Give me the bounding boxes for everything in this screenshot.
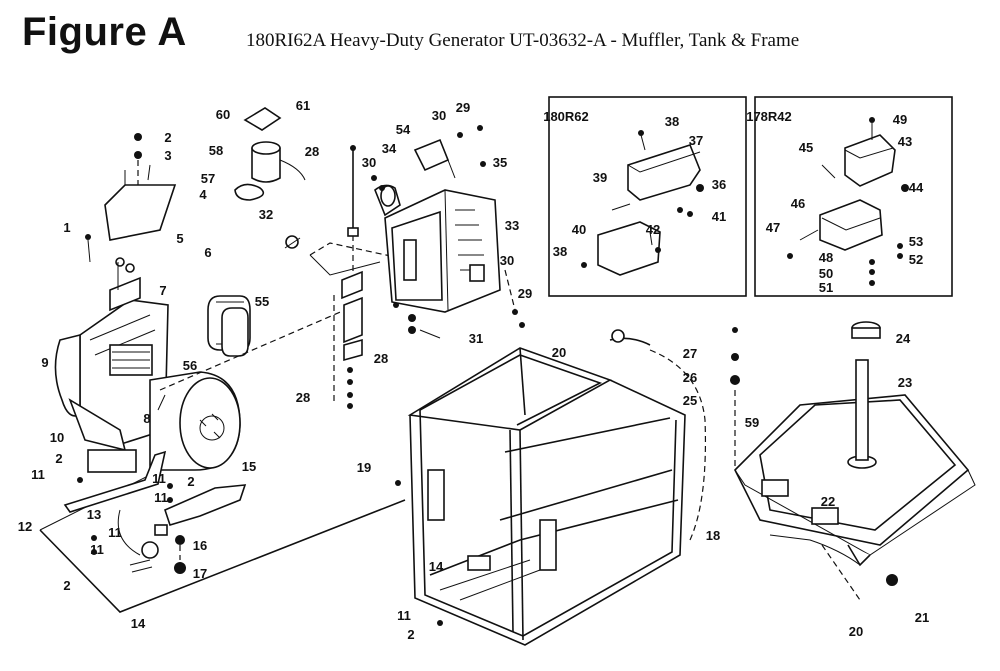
part-callout: 26 [683, 370, 697, 385]
part-callout: 57 [201, 171, 215, 186]
part-callout: 8 [143, 411, 150, 426]
part-callout: 51 [819, 280, 833, 295]
part-callout: 50 [819, 266, 833, 281]
part-callout: 9 [41, 355, 48, 370]
part-callout: 24 [896, 331, 911, 346]
part-callout: 4 [199, 187, 207, 202]
part-callout: 20 [849, 624, 863, 639]
part-callout: 40 [572, 222, 586, 237]
part-callout: 53 [909, 234, 923, 249]
muffler-bracket [333, 145, 441, 409]
part-callout: 14 [429, 559, 444, 574]
part-callout: 61 [296, 98, 310, 113]
part-callout: 16 [193, 538, 207, 553]
part-callout: 3 [164, 148, 171, 163]
part-callout: 2 [63, 578, 70, 593]
part-callout: 58 [209, 143, 223, 158]
part-callout: 31 [469, 331, 483, 346]
inset-178r42 [754, 96, 953, 297]
part-callout: 30 [500, 253, 514, 268]
part-callout: 34 [382, 141, 397, 156]
part-callout: 11 [152, 471, 166, 486]
part-callout: 46 [791, 196, 805, 211]
inset-title: 178R42 [746, 109, 792, 124]
part-callout: 38 [553, 244, 567, 259]
part-callout: 11 [154, 490, 168, 505]
part-callout: 10 [50, 430, 64, 445]
part-callout: 27 [683, 346, 697, 361]
part-callout: 55 [255, 294, 269, 309]
part-callout: 47 [766, 220, 780, 235]
part-callout: 15 [242, 459, 256, 474]
part-callout: 2 [187, 474, 194, 489]
part-callout: 45 [799, 140, 813, 155]
part-callout: 20 [552, 345, 566, 360]
part-callout: 18 [706, 528, 720, 543]
part-callout: 6 [204, 245, 211, 260]
part-callout: 28 [374, 351, 388, 366]
part-callout: 29 [518, 286, 532, 301]
shroud-bracket [85, 133, 177, 290]
part-callout: 2 [55, 451, 62, 466]
part-callout: 11 [90, 542, 104, 557]
part-callout: 38 [665, 114, 679, 129]
part-callout: 36 [712, 177, 726, 192]
part-callout: 13 [87, 507, 101, 522]
fuel-tank [609, 321, 976, 601]
part-callout: 2 [407, 627, 414, 642]
part-callout: 11 [31, 467, 45, 482]
part-callout: 22 [821, 494, 835, 509]
part-callout: 30 [432, 108, 446, 123]
part-callout: 33 [505, 218, 519, 233]
part-callout: 5 [176, 231, 183, 246]
inset-title: 180R62 [543, 109, 589, 124]
part-callout: 2 [164, 130, 171, 145]
part-callout: 35 [493, 155, 507, 170]
part-callout: 12 [18, 519, 32, 534]
inset-180r62 [548, 96, 747, 297]
part-callout: 14 [131, 616, 146, 631]
part-callout: 29 [456, 100, 470, 115]
part-callout: 1 [63, 220, 70, 235]
part-callout: 17 [193, 566, 207, 581]
part-callout: 25 [683, 393, 697, 408]
part-callout: 42 [646, 222, 660, 237]
frame [395, 347, 686, 646]
part-callout: 7 [159, 283, 166, 298]
part-callout: 32 [259, 207, 273, 222]
part-callout: 41 [712, 209, 726, 224]
part-callout: 52 [909, 252, 923, 267]
engine-assembly [54, 276, 241, 473]
part-callout: 56 [183, 358, 197, 373]
air-filter [159, 295, 346, 391]
part-callout: 23 [898, 375, 912, 390]
part-callout: 28 [296, 390, 310, 405]
muffler [371, 125, 525, 328]
part-callout: 54 [396, 122, 411, 137]
figure-label: Figure A [22, 10, 187, 54]
part-callout: 30 [362, 155, 376, 170]
ignition-coil [234, 107, 306, 249]
part-callout: 11 [108, 525, 122, 540]
part-callout: 21 [915, 610, 929, 625]
part-callout: 28 [305, 144, 319, 159]
part-callout: 59 [745, 415, 759, 430]
part-callout: 44 [909, 180, 924, 195]
part-callout: 48 [819, 250, 833, 265]
lower-brackets [63, 450, 247, 574]
diagram-title: 180RI62A Heavy-Duty Generator UT-03632-A… [246, 30, 800, 51]
part-callout: 39 [593, 170, 607, 185]
part-callout: 43 [898, 134, 912, 149]
part-callout: 49 [893, 112, 907, 127]
part-callout: 60 [216, 107, 230, 122]
part-callout: 37 [689, 133, 703, 148]
part-callout: 11 [397, 608, 411, 623]
part-callout: 19 [357, 460, 371, 475]
